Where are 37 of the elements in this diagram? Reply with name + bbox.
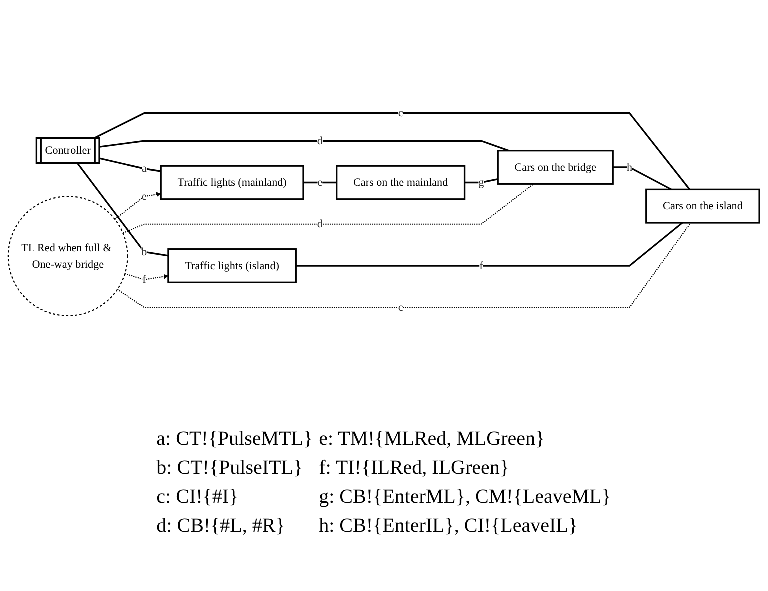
edge-label: f <box>142 273 146 286</box>
interface-note: g: CB!{EnterML}, CM!{LeaveML} <box>319 486 612 509</box>
node-box: Cars on the bridge <box>497 150 614 184</box>
node-box: Traffic lights (island) <box>168 248 297 283</box>
node-box: Cars on the island <box>646 188 760 224</box>
edge-label: c <box>398 301 404 314</box>
connector <box>100 157 162 172</box>
interface-note: a: CT!{PulseMTL} <box>156 428 314 451</box>
interface-note: b: CT!{PulseITL} <box>156 457 304 480</box>
node-box: Traffic lights (mainland) <box>160 164 304 200</box>
arrow <box>114 192 162 220</box>
connector <box>122 183 534 234</box>
edge-label: b <box>142 246 148 258</box>
edge-label: c <box>398 106 404 119</box>
connector <box>464 178 498 184</box>
edge-label: g <box>478 176 484 188</box>
node-box: Cars on the mainland <box>336 164 466 200</box>
connector <box>77 162 169 256</box>
connector <box>117 222 692 308</box>
connector <box>613 166 672 190</box>
connector <box>100 140 510 152</box>
edge-label: f <box>480 259 484 272</box>
edge-label: e <box>318 176 323 188</box>
interface-note: d: CB!{#L, #R} <box>156 515 286 538</box>
edge-label: d <box>317 134 323 147</box>
interface-note: c: CI!{#I} <box>156 486 240 509</box>
edge-label: h <box>626 160 633 174</box>
interface-note: f: TI!{ILRed, ILGreen} <box>319 457 510 480</box>
edge-label: a <box>142 162 147 174</box>
edge-label: d <box>317 218 323 230</box>
interface-note: h: CB!{EnterIL}, CI!{LeaveIL} <box>319 515 579 538</box>
arrow <box>124 272 169 280</box>
connector <box>296 222 684 266</box>
interface-note: e: TM!{MLRed, MLGreen} <box>319 428 546 451</box>
edge-label: e <box>142 190 147 202</box>
connector <box>304 181 337 184</box>
node-circle: TL Red when full & One-way bridge <box>8 196 128 316</box>
